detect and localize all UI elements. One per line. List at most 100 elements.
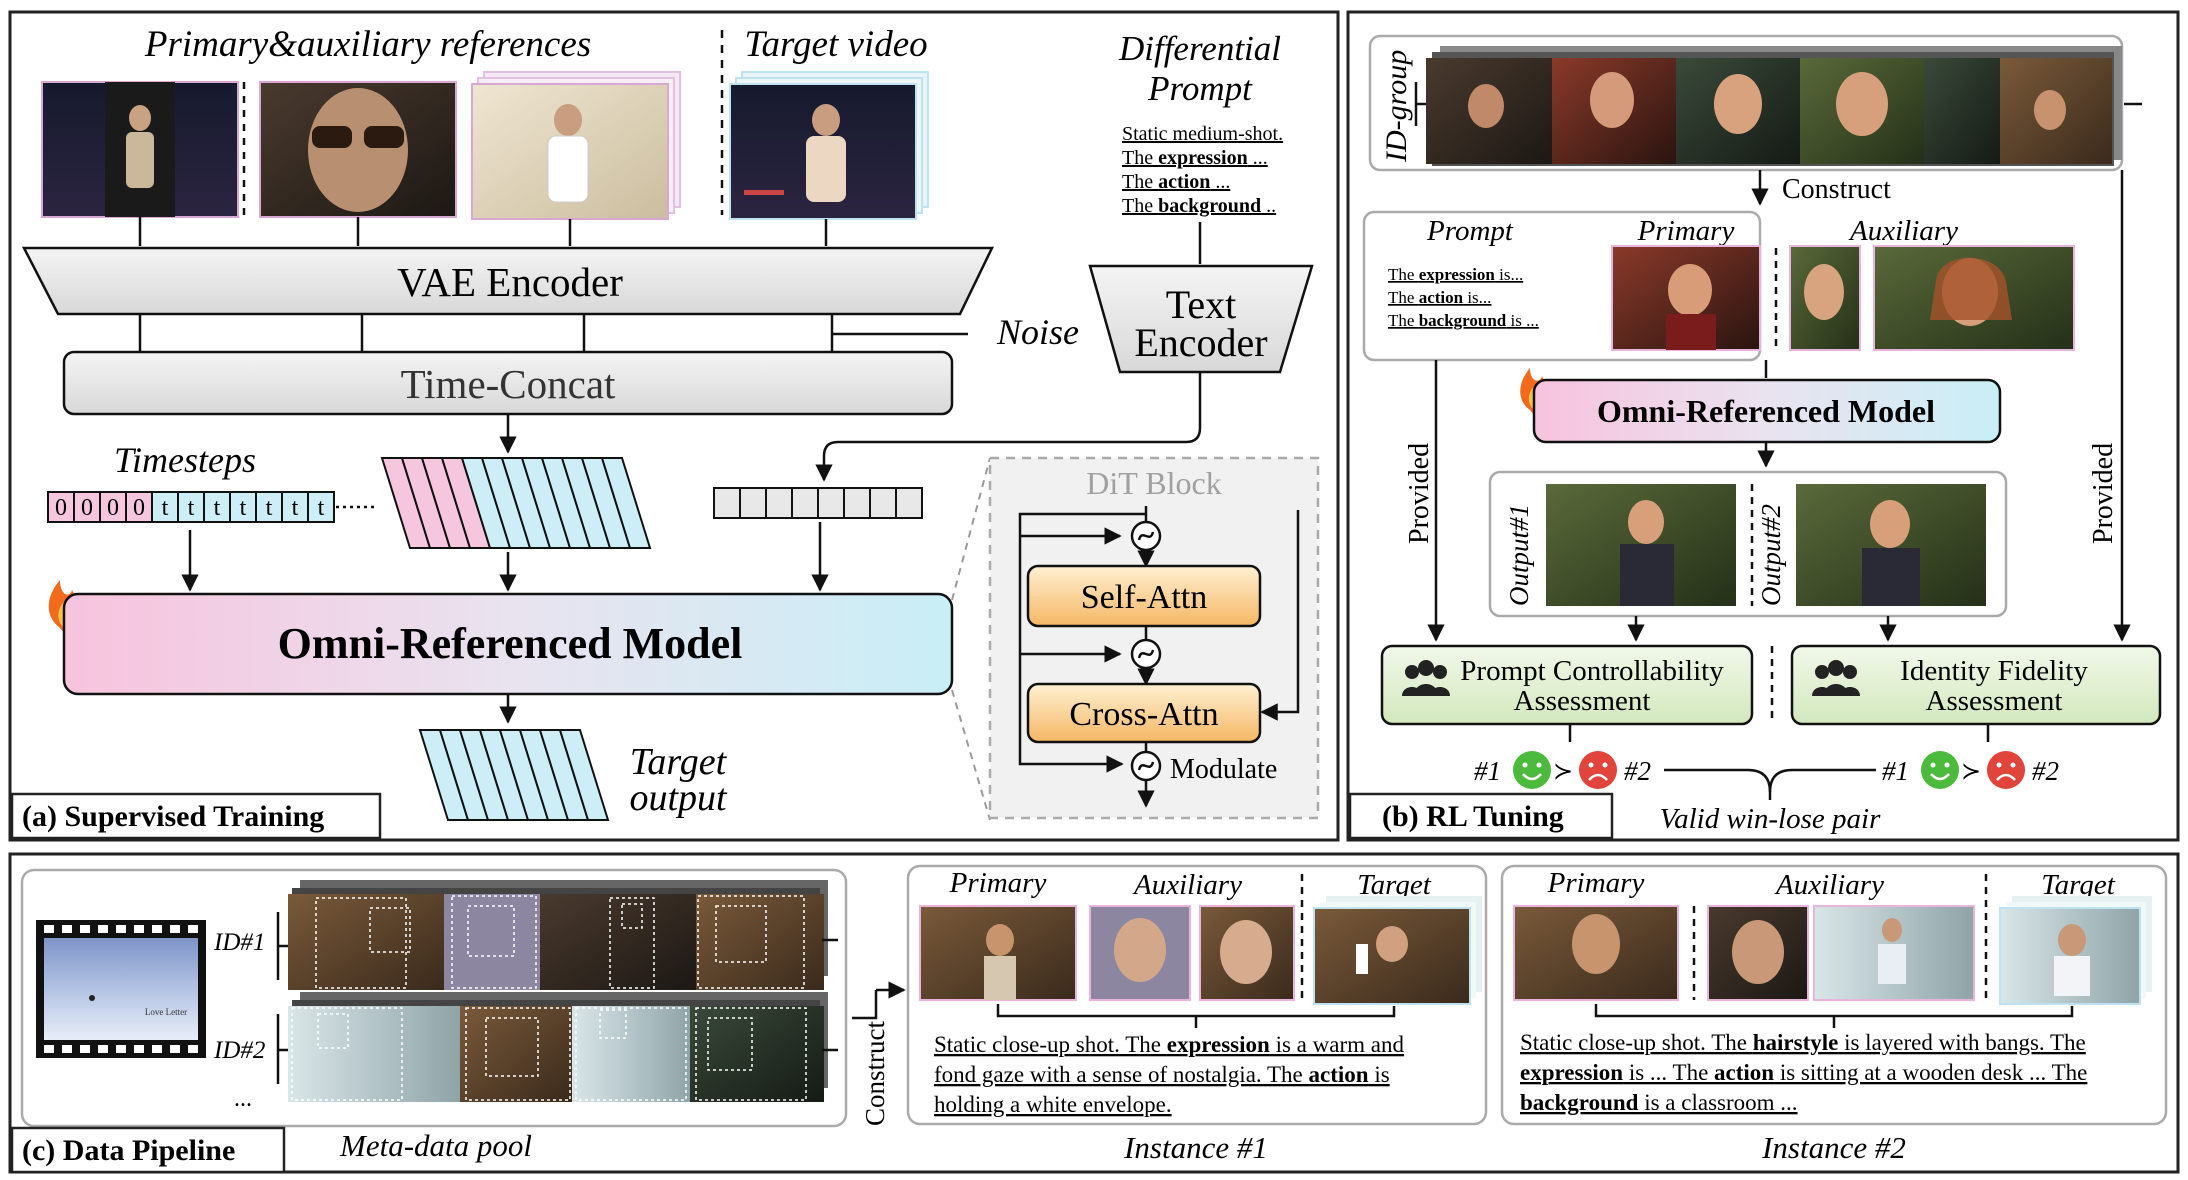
text-encoder <box>1088 264 1314 374</box>
auxiliary-header: Auxiliary <box>1848 215 1958 247</box>
panel-b-label-box <box>1348 792 1614 840</box>
panel-b-label: (b) RL Tuning <box>1382 800 1564 833</box>
inst1-bracket <box>996 1004 1396 1018</box>
timestep-cells: 0 0 0 0 t t t t t t t <box>47 491 335 523</box>
rl-prompt-line-1: The expression is... <box>1388 265 1523 284</box>
inst1-line-1: Static close-up shot. The expression is … <box>934 1032 1404 1057</box>
panel-c-border <box>8 852 2180 1174</box>
primary-reference-thumb <box>41 81 239 218</box>
pool-ellipsis: ... <box>234 1086 252 1112</box>
instance2-label: Instance #2 <box>1761 1130 1906 1165</box>
inst1-target-thumb <box>1313 896 1482 1005</box>
prompt-line-2: The expression ... <box>1122 147 1268 169</box>
panel-c-data-pipeline: Love Letter ID#1 ID#2 ... <box>8 852 2180 1174</box>
construct-label-c: Construct <box>860 1021 890 1126</box>
smile-icon <box>1921 751 1959 789</box>
rl-model-label: Omni-Referenced Model <box>1597 393 1935 429</box>
inst2-bracket <box>1594 1004 2074 1018</box>
valid-pair-label: Valid win-lose pair <box>1660 803 1881 835</box>
dit-zoom-line-top <box>951 457 991 601</box>
output1-thumb <box>1546 484 1736 606</box>
timestep-cell: 0 <box>55 495 67 521</box>
prompt-line-4: The background .. <box>1122 195 1276 217</box>
prompt-controllability-box <box>1380 644 1754 726</box>
auxiliary-reference-thumb-1 <box>259 81 457 218</box>
rl-auxiliary-thumbs <box>1789 245 2075 351</box>
timestep-cell: t <box>318 495 325 521</box>
id2-filmstrip <box>288 992 828 1102</box>
frown-icon <box>1987 751 2025 789</box>
time-concat-label: Time-Concat <box>401 361 616 407</box>
group-icon <box>1402 660 1450 696</box>
timestep-cell: t <box>292 495 299 521</box>
id2-label: ID#2 <box>213 1037 265 1064</box>
instance1-label: Instance #1 <box>1123 1130 1268 1165</box>
rl-prompt-text: The expression is... The action is... Th… <box>1388 265 1539 330</box>
rl-primary-thumb <box>1611 245 1761 351</box>
latent-token-stack <box>380 457 652 549</box>
timestep-cell: 0 <box>107 495 119 521</box>
inst1-caption: Static close-up shot. The expression is … <box>934 1032 1404 1117</box>
timestep-cell: t <box>188 495 195 521</box>
lose-label-left: #2 <box>1624 756 1651 786</box>
prompt-line-3: The action ... <box>1122 171 1230 193</box>
inst1-auxiliary-thumbs <box>1089 905 1295 1001</box>
dit-zoom-line-bottom <box>951 689 991 821</box>
inst2-line-2: expression is ... The action is sitting … <box>1520 1060 2087 1085</box>
target-output-stack <box>418 729 610 821</box>
inst1-primary-thumb <box>919 905 1077 1001</box>
timestep-cell: 0 <box>81 495 93 521</box>
dit-block-label: DiT Block <box>1086 465 1221 501</box>
panel-b-rl-tuning: ID-group Construct Prompt Primary The ex… <box>1346 10 2180 842</box>
film-reel <box>36 920 206 1058</box>
timestep-cell: t <box>214 495 221 521</box>
id-group-filmstrip <box>1426 46 2122 166</box>
noise-label: Noise <box>996 312 1079 352</box>
id1-label: ID#1 <box>213 929 265 956</box>
modulate-label: Modulate <box>1170 754 1277 785</box>
output1-label: Output#1 <box>1504 504 1534 606</box>
inst2-auxiliary-header: Auxiliary <box>1774 869 1884 901</box>
id-assess-label-2: Assessment <box>1926 685 2063 717</box>
output2-thumb <box>1796 484 1986 606</box>
smile-icon <box>1513 751 1551 789</box>
panel-a-label-box <box>10 792 382 840</box>
target-output-label-1: Target <box>630 741 728 783</box>
vae-encoder-label: VAE Encoder <box>397 259 623 305</box>
dit-flow-lines <box>1018 506 1300 808</box>
prompt-line-1: Static medium-shot. <box>1122 123 1283 145</box>
inst2-line-1: Static close-up shot. The hairstyle is l… <box>1520 1030 2086 1055</box>
inst2-primary-thumb <box>1513 905 1679 1001</box>
inst1-line-2: fond gaze with a sense of nostalgia. The… <box>934 1062 1390 1087</box>
inst2-auxiliary-thumbs <box>1707 905 1975 1001</box>
timesteps-label: Timesteps <box>114 440 256 480</box>
inst2-caption: Static close-up shot. The hairstyle is l… <box>1520 1030 2087 1115</box>
vae-encoder <box>21 246 994 316</box>
prefer-symbol-left: ≻ <box>1553 759 1573 785</box>
text-encoder-label-1: Text <box>1166 282 1237 327</box>
inst2-target-header: Target <box>2041 869 2116 901</box>
refs-header: Primary&auxiliary references <box>144 24 591 65</box>
auxiliary-reference-thumb-2 <box>471 71 681 220</box>
film-caption: Love Letter <box>145 1007 187 1017</box>
instance2-box <box>1500 864 2168 1126</box>
diff-prompt-header-2: Prompt <box>1147 69 1253 108</box>
id-assess-label-1: Identity Fidelity <box>1900 655 2088 687</box>
prompt-assess-label-2: Assessment <box>1514 685 1651 717</box>
differential-prompt-text: Static medium-shot. The expression ... T… <box>1122 123 1283 217</box>
lose-label-right: #2 <box>2032 756 2059 786</box>
construct-connector <box>852 990 878 1020</box>
target-output-label-2: output <box>629 777 728 819</box>
provided-right-label: Provided <box>2088 443 2119 544</box>
prompt-assess-label-1: Prompt Controllability <box>1460 655 1724 687</box>
outputs-box <box>1488 470 2008 618</box>
output2-label: Output#2 <box>1756 504 1786 606</box>
primary-header: Primary <box>1637 215 1735 247</box>
vae-input-lines <box>138 217 1202 264</box>
timestep-cell: t <box>266 495 273 521</box>
inst2-target-thumb <box>1999 896 2152 1005</box>
merge-left-line <box>1664 768 1772 800</box>
provided-left-label: Provided <box>1404 443 1435 544</box>
meta-pool-label: Meta-data pool <box>339 1128 532 1163</box>
